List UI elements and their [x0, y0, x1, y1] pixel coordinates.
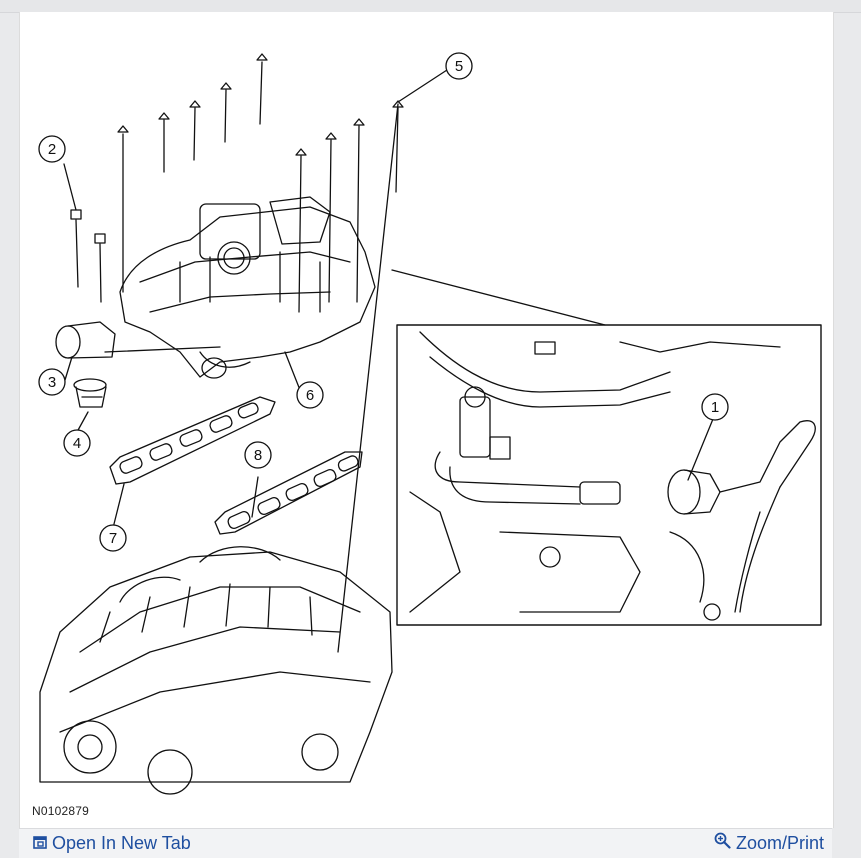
figure-id: N0102879 — [32, 804, 89, 818]
bolt-group — [70, 53, 404, 313]
zoom-print-label: Zoom/Print — [735, 833, 824, 853]
open-in-new-tab-label: Open In New Tab — [52, 833, 191, 853]
thermostat-housing — [55, 321, 221, 359]
callout-circles — [38, 52, 729, 552]
callout-3: 3 — [48, 374, 56, 391]
callout-1: 1 — [711, 399, 719, 416]
open-in-new-tab-icon — [33, 832, 47, 854]
callout-2: 2 — [48, 141, 56, 158]
callout-4: 4 — [73, 435, 81, 452]
callout-7: 7 — [109, 530, 117, 547]
leader-lines — [63, 69, 714, 653]
intake-manifold — [119, 196, 376, 379]
open-in-new-tab-link[interactable]: Open In New Tab — [33, 832, 191, 854]
exploded-view-diagram: 2 3 4 5 6 7 8 1 — [38, 52, 822, 795]
zoom-print-link[interactable]: Zoom/Print — [714, 832, 824, 854]
gasket-right — [214, 451, 363, 535]
detail-inset — [396, 324, 822, 626]
engine-block — [39, 546, 393, 795]
gasket-left — [109, 396, 276, 485]
image-footer: Open In New Tab Zoom/Print — [19, 828, 832, 858]
callout-5: 5 — [455, 58, 463, 75]
magnifier-icon — [714, 832, 731, 854]
diagram-panel: 2 3 4 5 6 7 8 1 N0102879 — [19, 12, 834, 828]
callout-8: 8 — [254, 447, 262, 464]
thermostat — [73, 378, 107, 408]
callout-6: 6 — [306, 387, 314, 404]
